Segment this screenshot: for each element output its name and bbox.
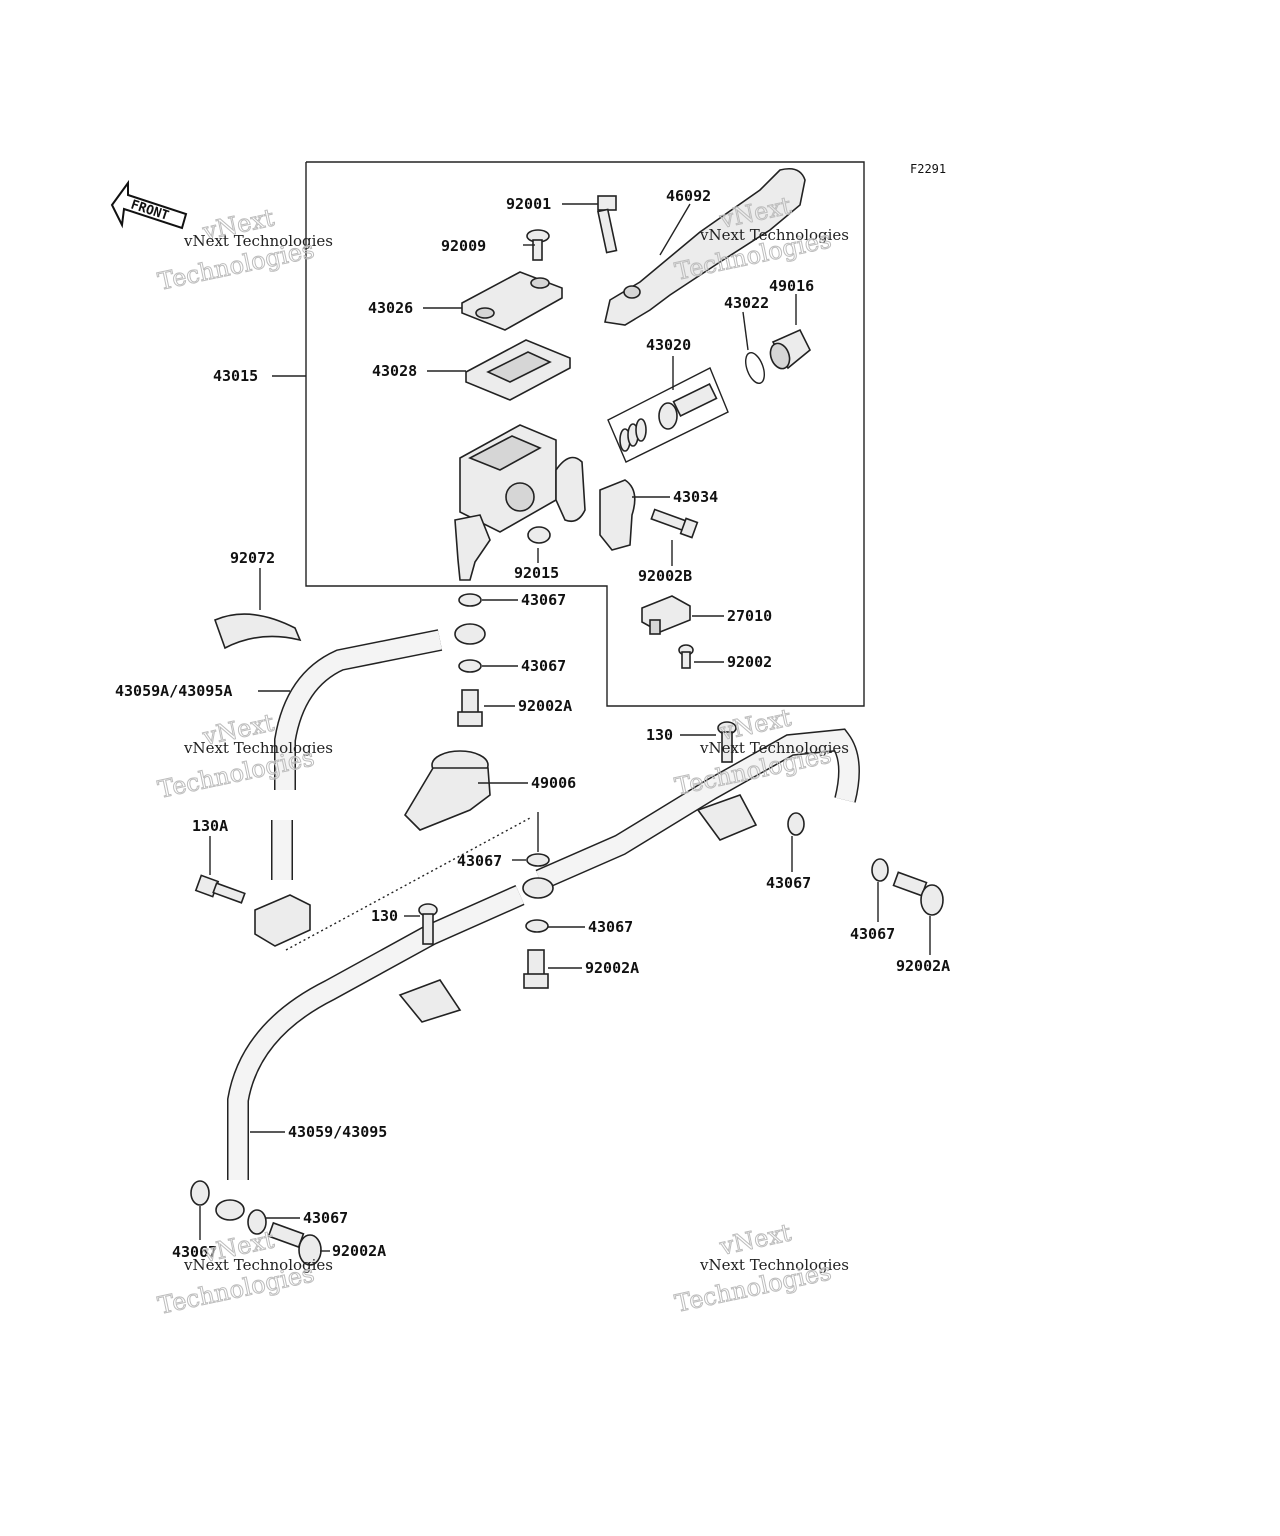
watermark-3: vNext vNext Technologies Technologies [155,708,333,804]
diaphragm [465,339,571,401]
banjo-bolt-2 [523,949,549,989]
watermark-company-4: vNext Technologies [699,739,849,757]
piston-kit [607,367,729,463]
switch-screw [678,644,694,669]
banjo-bolt-1 [457,689,483,727]
label-43022: 43022 [724,294,769,312]
washer-4 [525,919,549,933]
watermark-4: vNext vNext Technologies Technologies [672,703,849,801]
watermark-6: vNext vNext Technologies Technologies [672,1218,849,1318]
assembly-frame [305,161,865,707]
label-43067-d: 43067 [766,874,811,892]
hose-clamp-band [213,613,302,650]
label-43067-f: 43067 [850,925,895,943]
label-43067-h: 43067 [172,1243,217,1261]
watermark-big-11: vNext [716,1218,794,1261]
watermark-company-6: vNext Technologies [699,1256,849,1274]
label-43067-b: 43067 [521,657,566,675]
watermark-company-2: vNext Technologies [699,226,849,244]
brake-switch [641,595,691,635]
mounting-bolt-130a [194,874,246,904]
label-43034: 43034 [673,488,718,506]
label-92072: 92072 [230,549,275,567]
middle-hose-bracket [696,794,758,841]
nut [527,526,551,544]
label-43067-g: 43067 [303,1209,348,1227]
reservoir-cap [461,271,563,331]
label-92009: 92009 [441,237,486,255]
label-92015: 92015 [514,564,559,582]
washer-2 [458,659,482,673]
label-92001: 92001 [506,195,551,213]
front-arrow-icon: FRONT [110,179,188,230]
master-cylinder-body [454,424,586,581]
washer-3 [526,853,550,867]
circlip [745,352,765,384]
label-49016: 49016 [769,277,814,295]
label-92002a-a: 92002A [518,697,572,715]
label-43015: 43015 [213,367,258,385]
label-43067-e: 43067 [588,918,633,936]
watermark-company-5: vNext Technologies [183,1256,333,1274]
banjo-bolt-4 [267,1221,322,1266]
mounting-bolt-130-a [717,721,737,763]
label-92002a-b: 92002A [585,959,639,977]
label-92002b: 92002B [638,567,692,585]
label-43067-a: 43067 [521,591,566,609]
watermark-company-3: vNext Technologies [183,739,333,757]
label-43067-c: 43067 [457,852,502,870]
label-130-b: 130 [371,907,398,925]
leader-lines [199,203,931,1252]
banjo-fitting-2 [522,877,554,899]
washer-8 [247,1209,267,1235]
dust-boot [769,328,812,370]
label-43026: 43026 [368,299,413,317]
figure-code: F2291 [910,162,946,176]
label-49006: 49006 [531,774,576,792]
label-43059a: 43059A/43095A [115,682,232,700]
label-92002a-d: 92002A [332,1242,386,1260]
label-43028: 43028 [372,362,417,380]
hose-fitting-block [254,894,311,947]
banjo-fitting [454,623,486,645]
banjo-fitting-3 [215,1199,245,1221]
watermark-company-1: vNext Technologies [183,232,333,250]
washer-7 [190,1180,210,1206]
lower-hose-bracket [398,979,462,1023]
label-92002: 92002 [727,653,772,671]
clamp-bolt [650,508,699,539]
washer-5 [787,812,805,836]
label-27010: 27010 [727,607,772,625]
label-43020: 43020 [646,336,691,354]
reservoir-screw [526,229,550,261]
banjo-bolt-3 [892,871,944,916]
label-130-a: 130 [646,726,673,744]
label-46092: 46092 [666,187,711,205]
label-130a: 130A [192,817,228,835]
mounting-bolt-130-b [418,903,438,945]
handlebar-clamp [599,479,636,551]
washer-1 [458,593,482,607]
label-43059: 43059/43095 [288,1123,387,1141]
label-92002a-c: 92002A [896,957,950,975]
pivot-bolt [597,195,618,254]
brake-lever [604,167,806,326]
brake-joint [403,750,491,831]
washer-6 [871,858,889,882]
